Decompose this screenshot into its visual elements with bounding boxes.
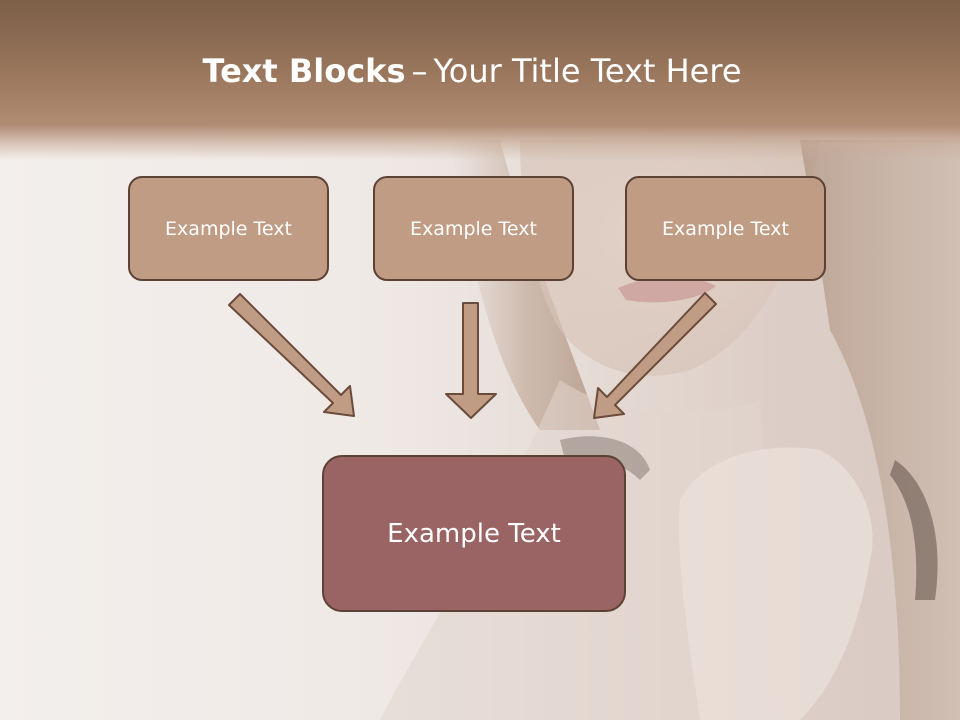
title-dash: – <box>411 52 428 90</box>
slide-title: Text Blocks–Your Title Text Here <box>0 52 944 90</box>
main-text-block-label: Example Text <box>387 518 561 549</box>
text-block-3: Example Text <box>625 176 826 281</box>
arrow-right-diagonal <box>593 292 717 419</box>
text-block-2: Example Text <box>373 176 574 281</box>
text-block-1-label: Example Text <box>165 217 292 240</box>
text-block-2-label: Example Text <box>410 217 537 240</box>
title-bold-part: Text Blocks <box>202 52 406 90</box>
main-text-block: Example Text <box>322 455 626 612</box>
title-rest-part: Your Title Text Here <box>433 52 742 90</box>
arrow-center-down <box>445 302 497 419</box>
text-block-1: Example Text <box>128 176 329 281</box>
text-block-3-label: Example Text <box>662 217 789 240</box>
arrow-left-diagonal <box>228 293 355 417</box>
header-band <box>0 0 960 160</box>
